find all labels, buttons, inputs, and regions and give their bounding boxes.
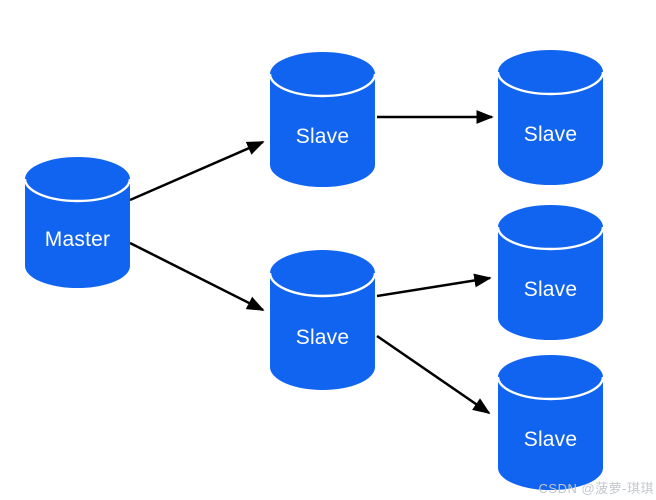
node-slave-2-2: Slave <box>496 355 605 490</box>
database-cylinder-icon <box>268 250 377 390</box>
node-slave-1-1: Slave <box>496 50 605 185</box>
node-label-slave-1: Slave <box>295 125 350 149</box>
database-cylinder-icon <box>496 355 605 490</box>
node-label-master: Master <box>44 227 111 251</box>
edge-master-to-slave-2 <box>129 241 265 312</box>
node-label-slave-2-1: Slave <box>523 278 578 302</box>
database-cylinder-icon <box>268 52 377 187</box>
edge-master-to-slave-1 <box>129 140 265 202</box>
watermark-text: CSDN @菠萝-琪琪 <box>538 481 654 496</box>
database-cylinder-icon <box>496 50 605 185</box>
edge-slave-2-to-slave-2-1 <box>376 273 492 298</box>
node-label-slave-2-2: Slave <box>523 428 578 452</box>
node-slave-2: Slave <box>268 250 377 390</box>
node-master: Master <box>23 157 132 288</box>
node-label-slave-2: Slave <box>295 326 350 350</box>
node-slave-2-1: Slave <box>496 205 605 340</box>
database-cylinder-icon <box>23 157 132 288</box>
edge-slave-2-to-slave-2-2 <box>376 334 491 415</box>
node-slave-1: Slave <box>268 52 377 187</box>
node-label-slave-1-1: Slave <box>523 123 578 147</box>
database-cylinder-icon <box>496 205 605 340</box>
